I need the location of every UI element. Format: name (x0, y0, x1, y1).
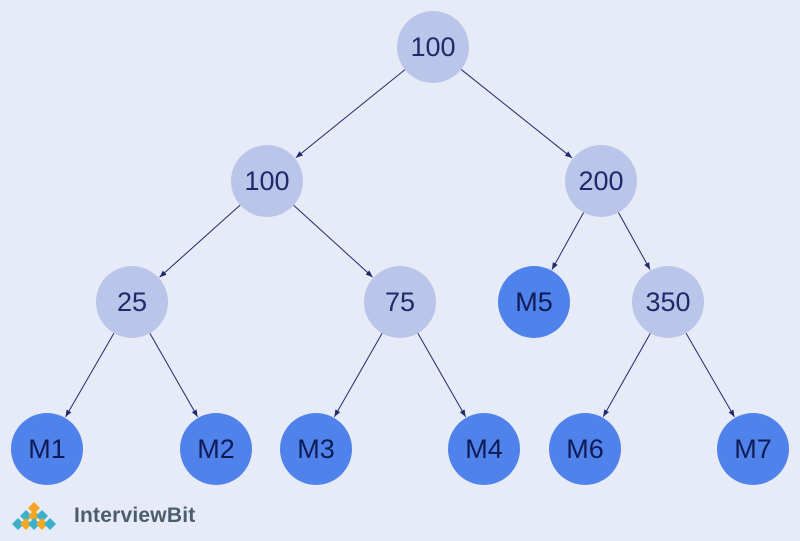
tree-node-l2b: 75 (364, 266, 436, 338)
edge-l2d-m6 (602, 333, 651, 418)
tree-node-m5: M5 (498, 266, 570, 338)
node-label: M3 (297, 433, 335, 464)
node-label: 350 (645, 286, 691, 317)
tree-node-l1b: 200 (565, 145, 637, 217)
tree-node-root: 100 (397, 11, 469, 83)
edge-l2a-m2 (149, 333, 199, 418)
node-label: M2 (197, 433, 235, 464)
node-label: M7 (734, 433, 772, 464)
node-label: 100 (410, 31, 456, 62)
edge-l2b-m4 (417, 333, 467, 418)
edge-l1b-l2d (618, 212, 651, 270)
tree-node-m1: M1 (11, 413, 83, 485)
edge-l2b-m3 (333, 333, 383, 418)
node-label: 25 (116, 286, 148, 317)
tree-node-l2a: 25 (96, 266, 168, 338)
tree-node-m3: M3 (280, 413, 352, 485)
edge-l1a-l2a (159, 204, 241, 278)
node-label: 100 (244, 165, 290, 196)
node-label: 200 (578, 165, 624, 196)
edge-root-l1b (460, 69, 573, 159)
tree-node-l1a: 100 (231, 145, 303, 217)
node-label: M4 (465, 433, 503, 464)
logo: InterviewBit (12, 496, 195, 536)
edge-l1a-l2b (293, 204, 373, 278)
node-label: M1 (28, 433, 66, 464)
node-label: M5 (515, 286, 553, 317)
node-label: 75 (384, 286, 416, 317)
interviewbit-logo-icon (12, 502, 56, 530)
tree-node-m7: M7 (717, 413, 789, 485)
tree-node-m6: M6 (549, 413, 621, 485)
node-label: M6 (566, 433, 604, 464)
brand-name: InterviewBit (74, 504, 196, 527)
edge-l2a-m1 (65, 332, 115, 418)
edge-l1b-m5 (551, 212, 584, 270)
edge-l2d-m7 (685, 332, 735, 418)
tree-node-l2d: 350 (632, 266, 704, 338)
tree-node-m4: M4 (448, 413, 520, 485)
tree-node-m2: M2 (180, 413, 252, 485)
edge-root-l1a (295, 69, 406, 159)
